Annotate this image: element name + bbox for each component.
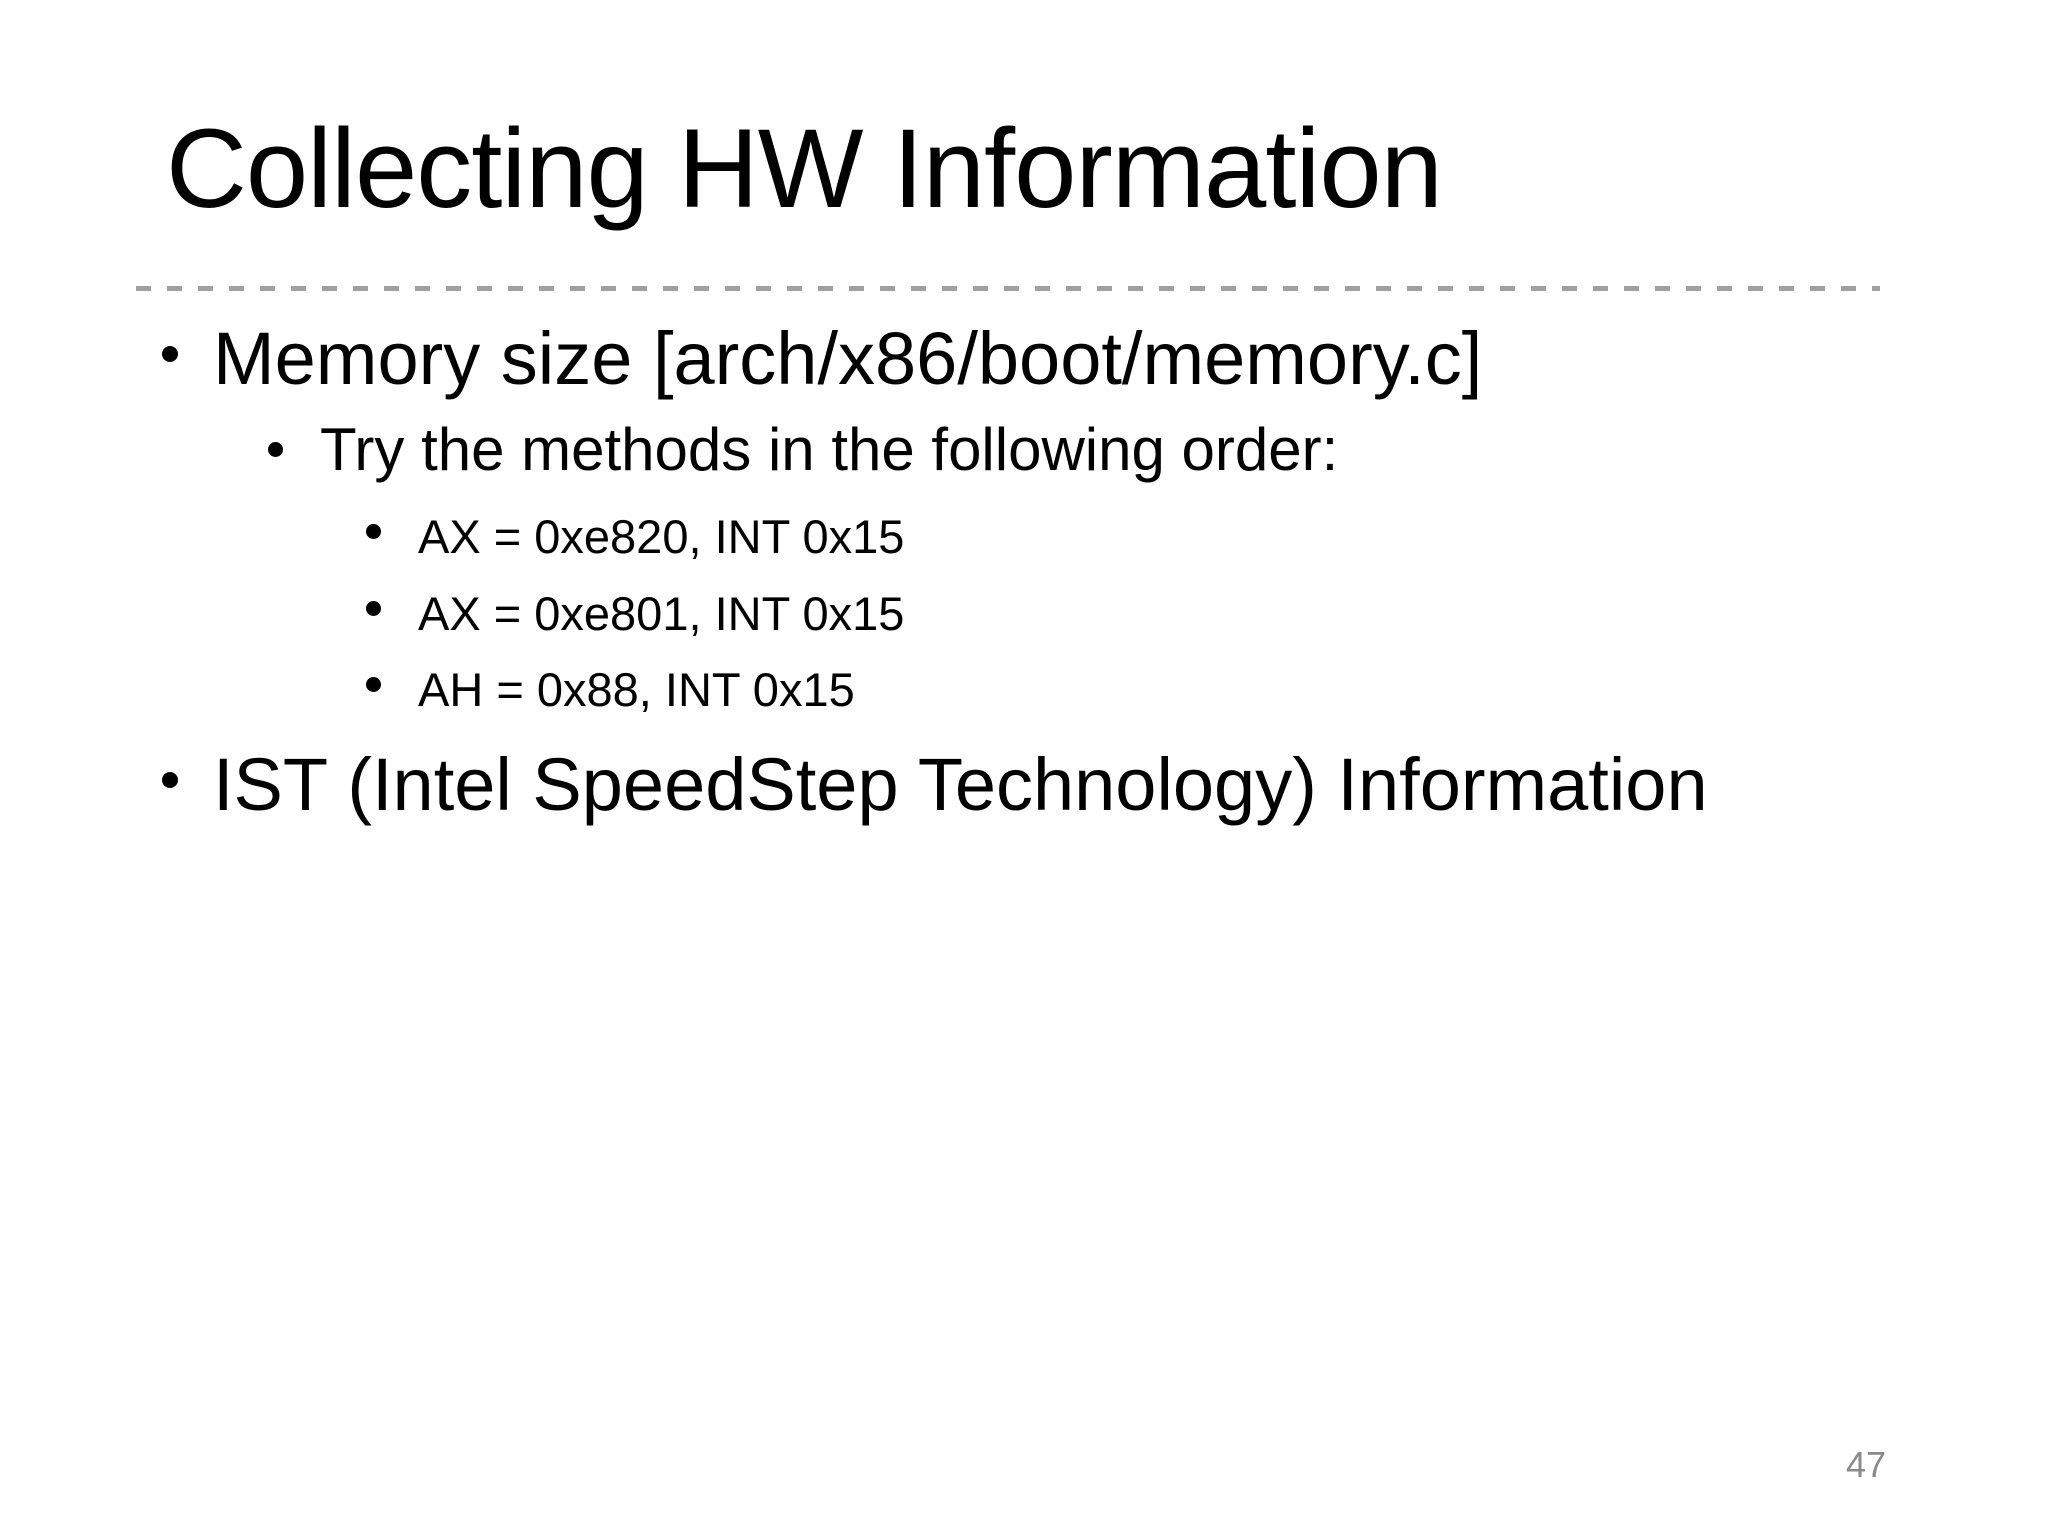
title-divider-dashed-line — [136, 286, 1880, 291]
bullet-dot-icon — [366, 601, 381, 616]
bullet-item-try-methods: Try the methods in the following order: — [268, 420, 1338, 480]
bullet-dot-icon — [268, 442, 283, 457]
bullet-dot-icon — [162, 346, 178, 362]
bullet-text: Try the methods in the following order: — [320, 416, 1339, 483]
bullet-item-ist-information: IST (Intel SpeedStep Technology) Informa… — [162, 748, 1708, 822]
slide-page-number: 47 — [1846, 1444, 1887, 1485]
bullet-item-ax-0xe820: AX = 0xe820, INT 0x15 — [366, 513, 904, 560]
bullet-text: AX = 0xe820, INT 0x15 — [418, 510, 905, 563]
bullet-text: IST (Intel SpeedStep Technology) Informa… — [213, 743, 1708, 826]
bullet-item-ah-0x88: AH = 0x88, INT 0x15 — [366, 666, 855, 713]
bullet-dot-icon — [162, 772, 178, 788]
bullet-text: Memory size [arch/x86/boot/memory.c] — [213, 317, 1483, 400]
bullet-text: AX = 0xe801, INT 0x15 — [418, 587, 905, 640]
bullet-item-ax-0xe801: AX = 0xe801, INT 0x15 — [366, 590, 904, 637]
bullet-dot-icon — [366, 677, 381, 692]
bullet-text: AH = 0x88, INT 0x15 — [418, 663, 855, 716]
bullet-item-memory-size: Memory size [arch/x86/boot/memory.c] — [162, 322, 1482, 396]
slide-title: Collecting HW Information — [166, 106, 1443, 231]
bullet-dot-icon — [366, 524, 381, 539]
